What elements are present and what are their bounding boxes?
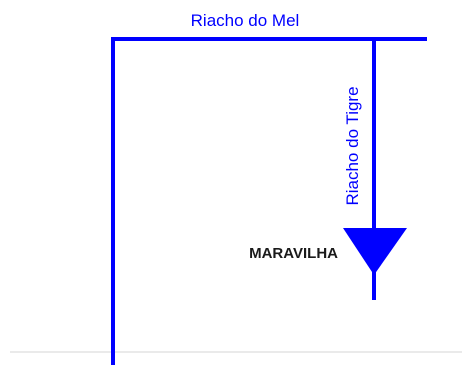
maravilha-triangle-icon xyxy=(343,228,407,275)
riacho-do-mel-label: Riacho do Mel xyxy=(191,11,300,30)
maravilha-label: MARAVILHA xyxy=(249,245,338,262)
riacho-do-tigre-label: Riacho do Tigre xyxy=(343,86,362,205)
riacho-do-mel-line xyxy=(111,37,427,365)
